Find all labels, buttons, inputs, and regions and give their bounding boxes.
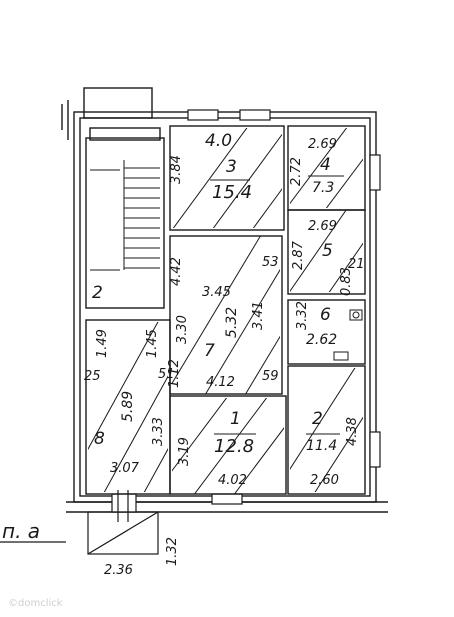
watermark: ©domclick xyxy=(8,598,63,609)
room-7-dim-top: 3.45 xyxy=(202,285,231,300)
room-7-number: 7 xyxy=(204,341,215,361)
room-1-dim-left: 3.19 xyxy=(177,437,192,466)
room-2-number: 2 xyxy=(312,409,323,429)
room-6-dim-height: 3.32 xyxy=(295,301,310,330)
staircase xyxy=(90,160,160,271)
porch-dim-height: 1.32 xyxy=(165,537,180,566)
room-8-area: 5.89 xyxy=(120,391,136,422)
room-2-dim-bottom: 2.60 xyxy=(310,473,339,488)
room-8-dim-right: 1.45 xyxy=(145,329,160,358)
room-6-area: 2.62 xyxy=(306,332,337,348)
room-4-dim-width: 2.69 xyxy=(308,137,337,152)
room-6-number: 6 xyxy=(320,305,331,325)
room-7-area: 5.32 xyxy=(224,307,240,338)
room-7-dim-bottom: 4.12 xyxy=(206,375,235,390)
room-4-area: 7.3 xyxy=(312,180,334,196)
room-1-number: 1 xyxy=(230,409,241,429)
room-2-dim-right: 4.38 xyxy=(345,417,360,446)
room-6-dim-small: 0.83 xyxy=(339,267,354,296)
room-5-dim-width: 2.69 xyxy=(308,219,337,234)
entry-porch xyxy=(87,490,159,555)
interior-walls xyxy=(85,125,366,495)
toilet-fixture xyxy=(333,309,363,361)
room-7-dim-small: 1.12 xyxy=(167,359,182,388)
stair-room-number: 2 xyxy=(92,283,103,303)
room-8-dim-height: 3.33 xyxy=(151,417,166,446)
hatching xyxy=(88,128,363,494)
room-1-area: 12.8 xyxy=(214,436,254,457)
misc-label-21: 21 xyxy=(348,257,365,272)
room-7-dim-left-top: 4.42 xyxy=(169,257,184,286)
room-5-dim-height: 2.87 xyxy=(291,240,306,270)
misc-label-51: 51 xyxy=(158,367,175,382)
misc-label-59: 59 xyxy=(262,369,279,384)
room-3-area: 15.4 xyxy=(212,182,252,203)
room-8-number: 8 xyxy=(94,429,105,449)
room-4-dim-height: 2.72 xyxy=(289,157,304,186)
room-5-number: 5 xyxy=(322,241,333,261)
room-3-number: 3 xyxy=(226,157,237,177)
room-4-number: 4 xyxy=(320,155,331,175)
room-1-dim-bottom: 4.02 xyxy=(218,473,247,488)
room-3-dim-width: 4.0 xyxy=(205,131,232,151)
porch-dim-width: 2.36 xyxy=(104,563,133,578)
misc-label-53: 53 xyxy=(262,255,279,270)
misc-label-25: 25 xyxy=(84,369,101,384)
room-8-dim-left: 1.49 xyxy=(95,329,110,358)
room-8-dim-bottom: 3.07 xyxy=(110,461,140,476)
room-7-dim-right: 3.41 xyxy=(251,301,266,330)
room-2-area: 11.4 xyxy=(306,438,337,454)
room-3-dim-height: 3.84 xyxy=(169,155,184,184)
room-7-dim-left: 3.30 xyxy=(175,315,190,344)
plan-title: п. а xyxy=(2,519,40,543)
